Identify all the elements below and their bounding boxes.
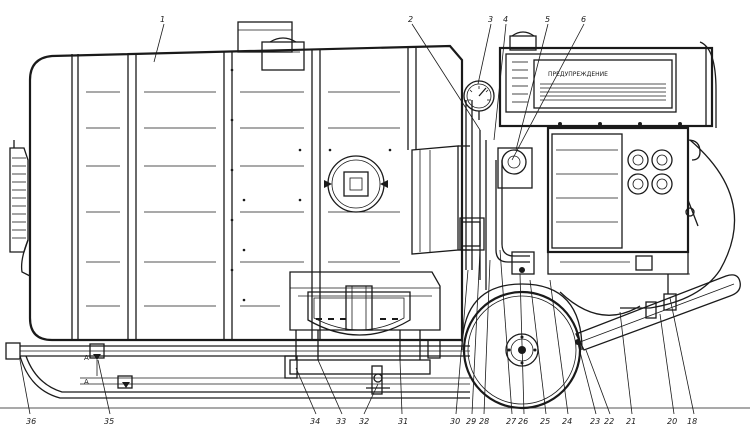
inspection-hatch bbox=[324, 155, 388, 213]
top-unit: ПРЕДУПРЕЖДЕНИЕ bbox=[498, 31, 717, 128]
main-tank bbox=[28, 44, 464, 342]
callout-33: 33 bbox=[336, 417, 346, 426]
callout-35: 35 bbox=[104, 417, 114, 426]
callout-25: 25 bbox=[540, 417, 550, 426]
skid-frame: А А bbox=[5, 339, 470, 399]
axle-label-upper: А bbox=[84, 354, 89, 362]
callout-32: 32 bbox=[359, 417, 369, 426]
warning-plate-title: ПРЕДУПРЕЖДЕНИЕ bbox=[548, 71, 608, 78]
callout-28: 28 bbox=[479, 417, 489, 426]
callout-36: 36 bbox=[26, 417, 36, 426]
axle-label-lower: А bbox=[84, 378, 89, 386]
callout-2: 2 bbox=[408, 15, 413, 24]
callout-26: 26 bbox=[518, 417, 528, 426]
cable-reel bbox=[548, 139, 736, 316]
callout-23: 23 bbox=[590, 417, 600, 426]
callout-3: 3 bbox=[488, 15, 493, 24]
callout-18: 18 bbox=[687, 417, 697, 426]
callout-4: 4 bbox=[503, 15, 508, 24]
callout-34: 34 bbox=[310, 417, 320, 426]
callout-24: 24 bbox=[562, 417, 572, 426]
callout-5: 5 bbox=[545, 15, 550, 24]
leader-lines bbox=[19, 23, 695, 415]
side-grille bbox=[9, 140, 31, 277]
callout-27: 27 bbox=[506, 417, 517, 426]
drawbar bbox=[575, 274, 741, 351]
callout-1: 1 bbox=[160, 15, 165, 24]
callout-labels: 1 2 3 4 5 6 18 20 21 22 23 24 25 26 27 2… bbox=[26, 15, 697, 426]
filter-housing bbox=[289, 271, 441, 389]
control-box bbox=[546, 126, 701, 275]
callout-20: 20 bbox=[667, 417, 677, 426]
callout-29: 29 bbox=[466, 417, 476, 426]
callout-31: 31 bbox=[398, 417, 408, 426]
pressure-gauge bbox=[463, 80, 495, 120]
callout-22: 22 bbox=[604, 417, 614, 426]
callout-30: 30 bbox=[450, 417, 460, 426]
callout-21: 21 bbox=[626, 417, 636, 426]
engine-front bbox=[411, 100, 535, 290]
filler-cap bbox=[237, 21, 305, 71]
callout-6: 6 bbox=[581, 15, 586, 24]
